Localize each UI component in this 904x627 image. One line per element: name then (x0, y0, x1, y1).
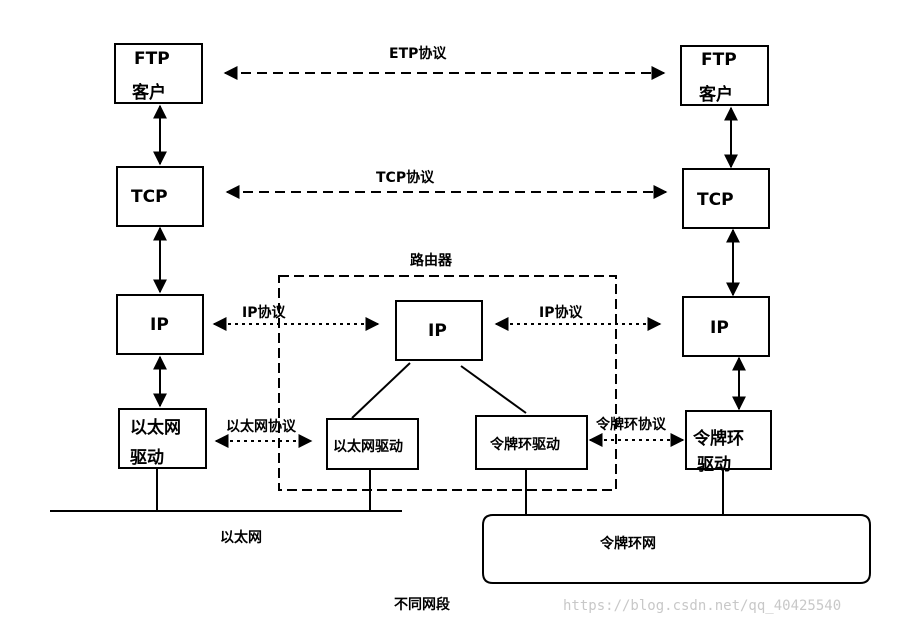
ip-protocol-left-label: IP协议 (242, 305, 286, 321)
left-tcp-box (116, 166, 204, 227)
router-ip-token-link (460, 365, 527, 414)
left-ftp-label: FTP (134, 49, 170, 69)
left-client-label: 客户 (132, 83, 166, 103)
ip-protocol-right-label: IP协议 (539, 305, 583, 321)
ethernet-network-label: 以太网 (220, 530, 262, 546)
watermark: https://blog.csdn.net/qq_40425540 (563, 598, 842, 614)
right-driver-label-2: 驱动 (697, 455, 731, 475)
ftp-protocol-label: ETP协议 (389, 46, 447, 62)
left-driver-label-2: 驱动 (130, 448, 164, 468)
token-ring-protocol-label: 令牌环协议 (596, 417, 666, 433)
left-ftp-client-box (114, 43, 203, 104)
left-ethernet-driver-box (118, 408, 207, 469)
right-ip-label: IP (710, 318, 729, 338)
tcp-protocol-label: TCP协议 (376, 170, 435, 186)
left-driver-label-1: 以太网 (130, 418, 181, 438)
token-ring-network (482, 514, 871, 584)
right-ftp-label: FTP (701, 50, 737, 70)
right-ftp-client-box (680, 45, 769, 106)
token-ring-network-label: 令牌环网 (600, 536, 656, 552)
router-ethernet-driver-box (326, 418, 419, 470)
router-token-ring-driver-box (475, 415, 588, 470)
ethernet-protocol-label: 以太网协议 (226, 419, 296, 435)
router-boundary (278, 275, 617, 491)
router-token-ring-driver-label: 令牌环驱动 (490, 437, 560, 453)
right-token-ring-driver-box (685, 410, 772, 470)
right-client-label: 客户 (699, 85, 733, 105)
right-driver-label-1: 令牌环 (693, 429, 744, 449)
diagram-caption: 不同网段 (394, 597, 450, 613)
router-ip-label: IP (428, 321, 447, 341)
router-ethernet-driver-label: 以太网驱动 (333, 439, 403, 455)
right-ip-box (682, 296, 770, 357)
left-ip-box (116, 294, 204, 355)
left-tcp-label: TCP (131, 187, 168, 207)
right-tcp-box (682, 168, 770, 229)
router-title: 路由器 (410, 253, 452, 269)
router-ip-box (395, 300, 483, 361)
router-ip-eth-link (351, 362, 411, 419)
right-tcp-label: TCP (697, 190, 734, 210)
left-ip-label: IP (150, 315, 169, 335)
